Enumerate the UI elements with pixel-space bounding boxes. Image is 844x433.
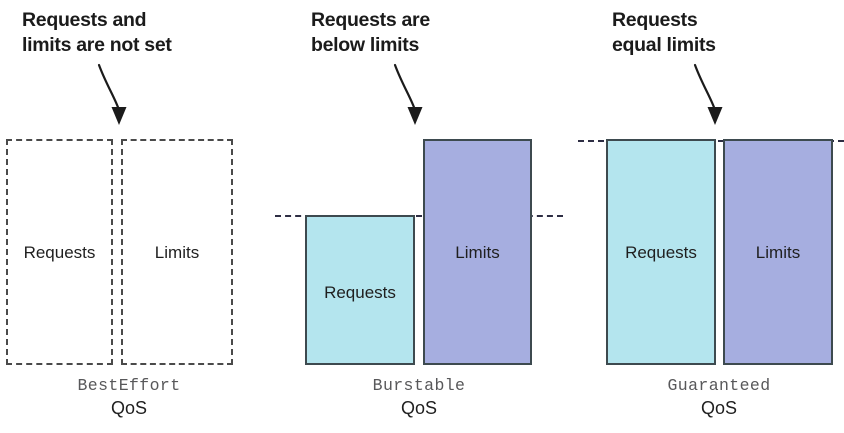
guaranteed-limits-bar [723, 139, 833, 365]
guaranteed-class-name: Guaranteed [667, 376, 771, 395]
guaranteed-caption: Guaranteed QoS [609, 376, 829, 419]
panel-besteffort-heading: Requests and limits are not set [22, 9, 172, 56]
burstable-limits-bar [423, 139, 532, 365]
panel-besteffort-arrow-icon [97, 63, 127, 125]
burstable-limits-label: Limits [455, 243, 500, 262]
panel-guaranteed-arrow-icon [693, 63, 723, 125]
besteffort-caption: BestEffort QoS [19, 376, 239, 419]
besteffort-limits-box [121, 139, 233, 365]
burstable-requests-label: Requests [324, 283, 396, 302]
besteffort-limits-label: Limits [154, 243, 200, 262]
besteffort-qos-label: QoS [110, 398, 148, 418]
guaranteed-qos-label: QoS [700, 398, 738, 418]
panel-guaranteed-heading: Requests equal limits [612, 9, 716, 56]
panel-burstable-heading: Requests are below limits [311, 9, 430, 56]
burstable-class-name: Burstable [372, 376, 466, 395]
besteffort-requests-box [6, 139, 113, 365]
besteffort-class-name: BestEffort [77, 376, 181, 395]
besteffort-requests-label: Requests [23, 243, 96, 262]
guaranteed-requests-bar [606, 139, 716, 365]
guaranteed-requests-label: Requests [625, 243, 697, 262]
burstable-caption: Burstable QoS [309, 376, 529, 419]
burstable-qos-label: QoS [400, 398, 438, 418]
burstable-requests-bar [305, 215, 415, 365]
guaranteed-limits-label: Limits [755, 243, 801, 262]
panel-burstable-arrow-icon [393, 63, 423, 125]
burstable-reference-line [275, 215, 563, 217]
